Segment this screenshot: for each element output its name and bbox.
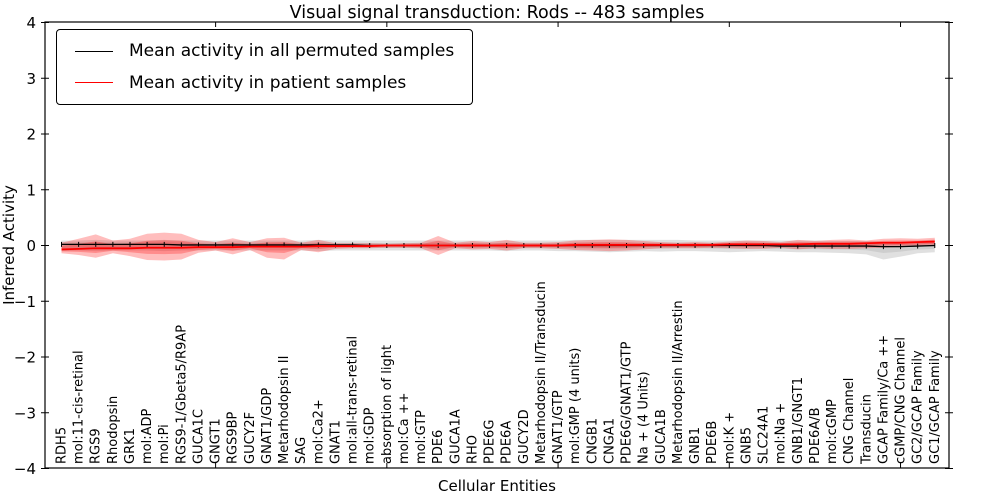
svg-text:1: 1 — [26, 181, 36, 199]
svg-text:0: 0 — [26, 237, 36, 255]
svg-text:PDE6G/GNAT1/GTP: PDE6G/GNAT1/GTP — [620, 341, 635, 464]
svg-text:RHO: RHO — [465, 435, 480, 464]
svg-text:RGS9: RGS9 — [89, 428, 104, 464]
patient-line-swatch — [75, 82, 113, 84]
svg-text:GNAT1/GDP: GNAT1/GDP — [260, 388, 275, 464]
svg-text:absorption of light: absorption of light — [380, 345, 395, 464]
svg-text:GUCY2D: GUCY2D — [517, 409, 532, 464]
chart-title: Visual signal transduction: Rods -- 483 … — [289, 3, 705, 23]
svg-text:4: 4 — [26, 14, 36, 32]
svg-text:CNGB1: CNGB1 — [585, 418, 600, 464]
svg-text:mol:cGMP: mol:cGMP — [825, 399, 840, 464]
svg-text:−4: −4 — [14, 460, 36, 478]
svg-text:PDE6A: PDE6A — [500, 421, 515, 464]
svg-text:mol:K +: mol:K + — [722, 412, 737, 464]
svg-text:mol:ADP: mol:ADP — [140, 408, 155, 464]
svg-text:SLC24A1: SLC24A1 — [757, 406, 772, 464]
svg-text:Transducin: Transducin — [859, 394, 874, 465]
svg-text:GUCY2F: GUCY2F — [243, 412, 258, 464]
svg-text:GC2/GCAP Family: GC2/GCAP Family — [911, 350, 926, 464]
svg-text:GNB1/GNGT1: GNB1/GNGT1 — [791, 377, 806, 464]
svg-text:CNG Channel: CNG Channel — [842, 378, 857, 464]
svg-text:mol:all-trans-retinal: mol:all-trans-retinal — [346, 336, 361, 464]
svg-text:RGS9BP: RGS9BP — [226, 411, 241, 464]
legend-label-patient: Mean activity in patient samples — [129, 72, 407, 93]
svg-text:mol:GDP: mol:GDP — [363, 407, 378, 464]
legend-label-permuted: Mean activity in all permuted samples — [129, 41, 455, 61]
svg-text:2: 2 — [26, 126, 36, 144]
svg-text:GNGT1: GNGT1 — [209, 418, 224, 464]
svg-text:GUCA1C: GUCA1C — [191, 409, 206, 464]
svg-text:GUCA1B: GUCA1B — [654, 409, 669, 464]
y-axis-label: Inferred Activity — [0, 185, 18, 305]
svg-text:mol:11-cis-retinal: mol:11-cis-retinal — [72, 350, 87, 464]
svg-text:mol:Na +: mol:Na + — [774, 403, 789, 464]
svg-text:Metarhodopsin II: Metarhodopsin II — [277, 356, 292, 464]
svg-text:RGS9-1/Gbeta5/R9AP: RGS9-1/Gbeta5/R9AP — [174, 325, 189, 464]
svg-text:GCAP Family/Ca ++: GCAP Family/Ca ++ — [876, 335, 891, 464]
permuted-line-swatch — [75, 50, 113, 52]
svg-text:GRK1: GRK1 — [123, 428, 138, 464]
svg-text:Rhodopsin: Rhodopsin — [106, 396, 121, 464]
svg-text:SAG: SAG — [294, 437, 309, 464]
svg-text:Na + (4 Units): Na + (4 Units) — [637, 371, 652, 464]
legend-entry-patient: Mean activity in patient samples — [65, 71, 454, 96]
svg-text:3: 3 — [26, 70, 36, 88]
legend-entry-permuted: Mean activity in all permuted samples — [65, 39, 454, 64]
svg-text:RDH5: RDH5 — [55, 427, 70, 464]
svg-text:PDE6B: PDE6B — [705, 421, 720, 464]
svg-text:−1: −1 — [14, 293, 36, 311]
svg-text:mol:GTP: mol:GTP — [414, 410, 429, 464]
svg-text:mol:GMP (4 units): mol:GMP (4 units) — [568, 348, 583, 464]
svg-text:mol:Pi: mol:Pi — [157, 424, 172, 464]
svg-text:PDE6: PDE6 — [431, 430, 446, 464]
svg-text:GNAT1: GNAT1 — [328, 420, 343, 464]
svg-text:PDE6G: PDE6G — [483, 420, 498, 464]
legend: Mean activity in all permuted samples Me… — [56, 29, 474, 106]
svg-text:mol:Ca2+: mol:Ca2+ — [311, 399, 326, 464]
svg-text:cGMP/CNG Channel: cGMP/CNG Channel — [894, 337, 909, 464]
svg-text:GNAT1/GTP: GNAT1/GTP — [551, 390, 566, 464]
svg-text:GNB1: GNB1 — [688, 427, 703, 464]
x-axis-label: Cellular Entities — [438, 477, 556, 495]
svg-text:GNB5: GNB5 — [739, 427, 754, 464]
svg-text:−2: −2 — [14, 349, 36, 367]
svg-text:Metarhodopsin II/Transducin: Metarhodopsin II/Transducin — [534, 281, 549, 464]
svg-text:CNGA1: CNGA1 — [602, 418, 617, 464]
svg-text:GC1/GCAP Family: GC1/GCAP Family — [928, 350, 943, 464]
svg-text:mol:Ca ++: mol:Ca ++ — [397, 392, 412, 464]
svg-text:PDE6A/B: PDE6A/B — [808, 407, 823, 464]
svg-text:−3: −3 — [14, 404, 36, 422]
svg-text:GUCA1A: GUCA1A — [448, 409, 463, 464]
svg-text:Metarhodopsin II/Arrestin: Metarhodopsin II/Arrestin — [671, 300, 686, 464]
